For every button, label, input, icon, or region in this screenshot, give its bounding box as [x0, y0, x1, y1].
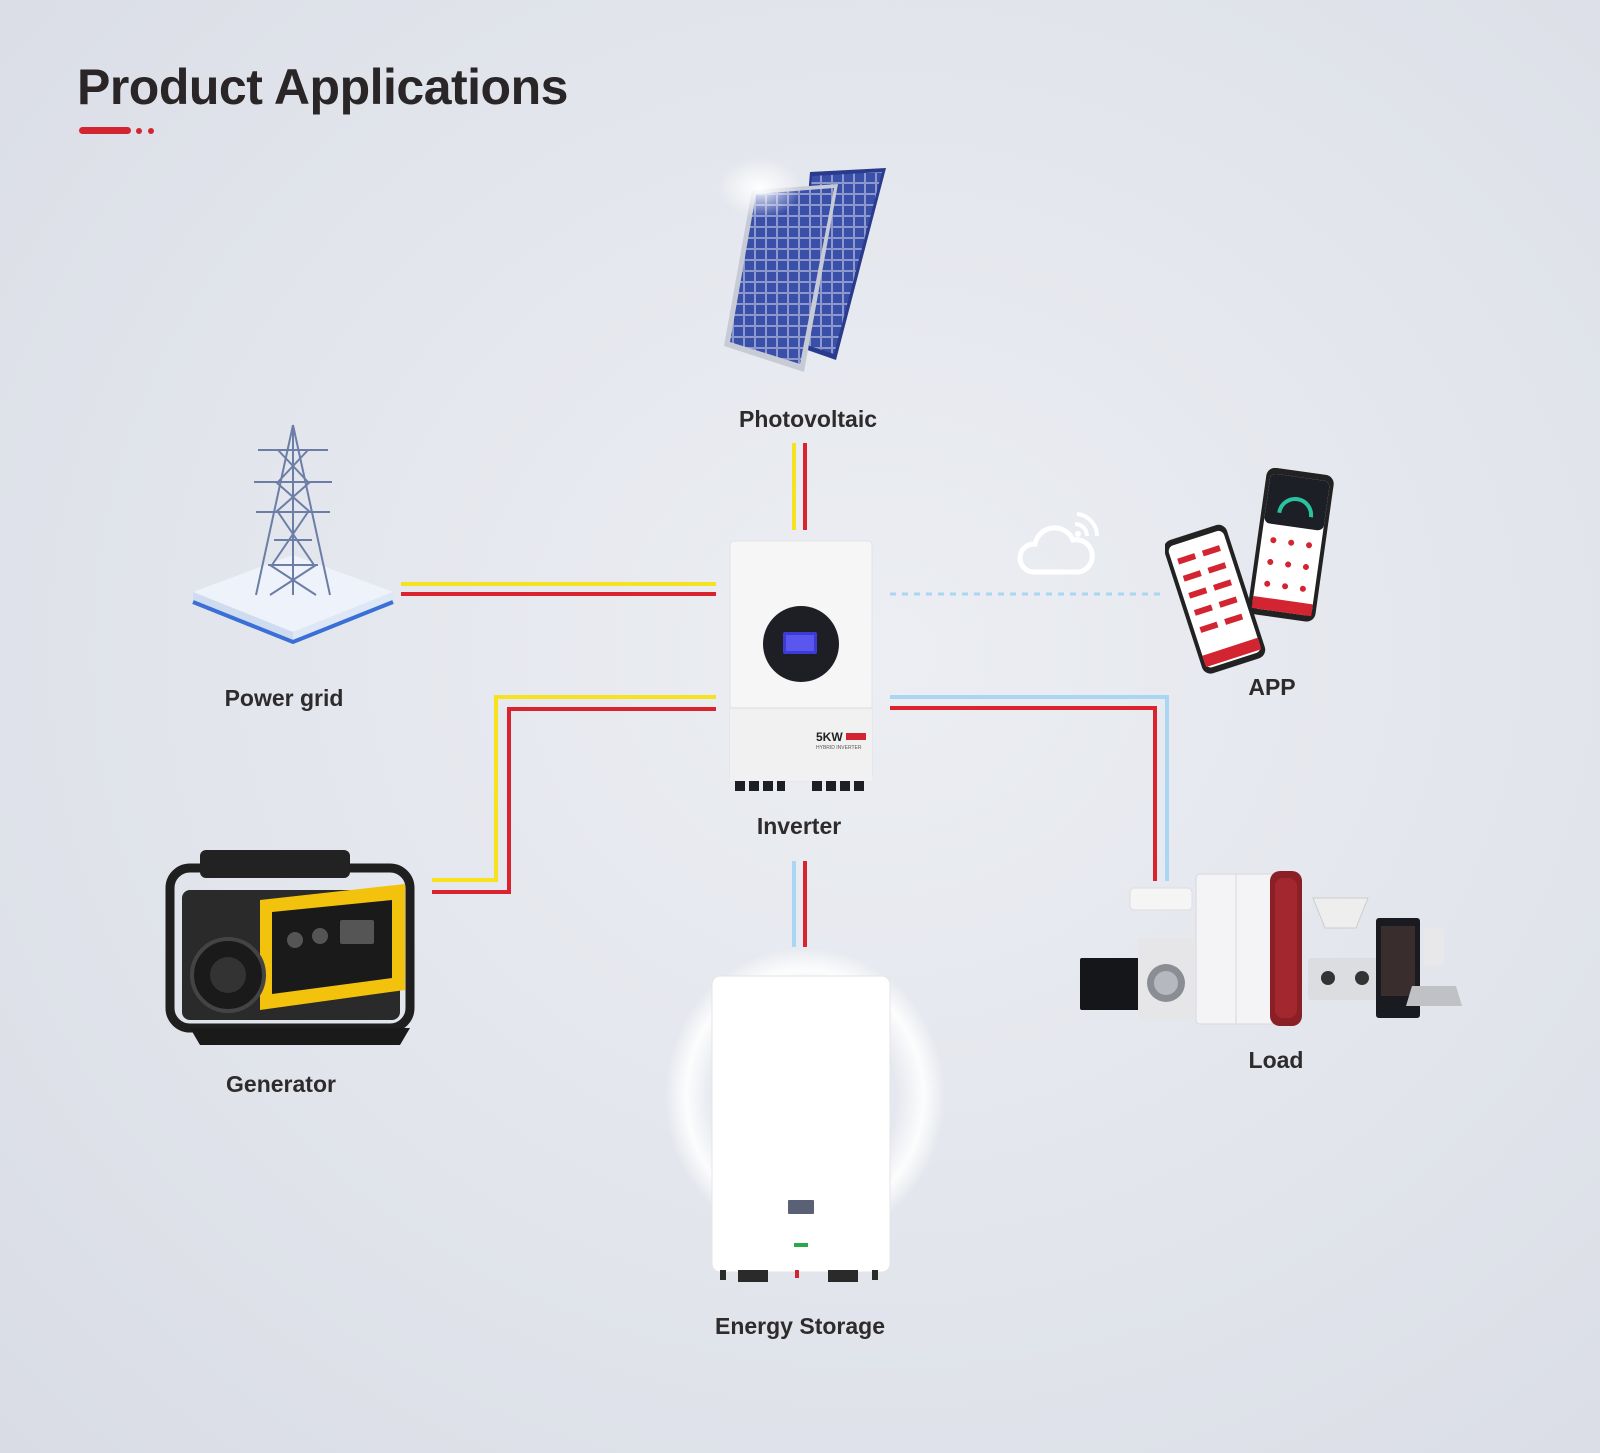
cloud-wifi-icon: [1017, 512, 1100, 575]
power-grid-label: Power grid: [224, 685, 344, 711]
pv-connection-line: [792, 443, 807, 530]
inverter-subtext: HYBRID INVERTER: [816, 745, 862, 751]
page-title: Product Applications: [77, 59, 568, 115]
grid-connection-line: [401, 582, 716, 596]
photovoltaic-label: Photovoltaic: [738, 406, 878, 432]
inverter-badge: 5KW: [816, 730, 843, 744]
generator-icon: [165, 850, 415, 1045]
energy-storage-label: Energy Storage: [715, 1313, 885, 1339]
smartphone-app-icon: [1165, 468, 1334, 674]
load-connection-line: [890, 695, 1169, 881]
generator-label: Generator: [226, 1071, 336, 1097]
storage-connection-line: [792, 861, 807, 947]
solar-panel-icon: [718, 158, 886, 372]
app-label: APP: [1248, 674, 1296, 700]
title-accent-underline: [79, 127, 159, 135]
battery-storage-icon: [640, 950, 970, 1285]
hybrid-inverter-icon: 5KW HYBRID INVERTER: [729, 540, 873, 791]
load-label: Load: [1248, 1047, 1304, 1073]
generator-connection-line: [432, 695, 716, 894]
inverter-label: Inverter: [756, 813, 842, 839]
home-appliances-icon: [1080, 871, 1462, 1026]
transmission-tower-icon: [192, 424, 394, 645]
